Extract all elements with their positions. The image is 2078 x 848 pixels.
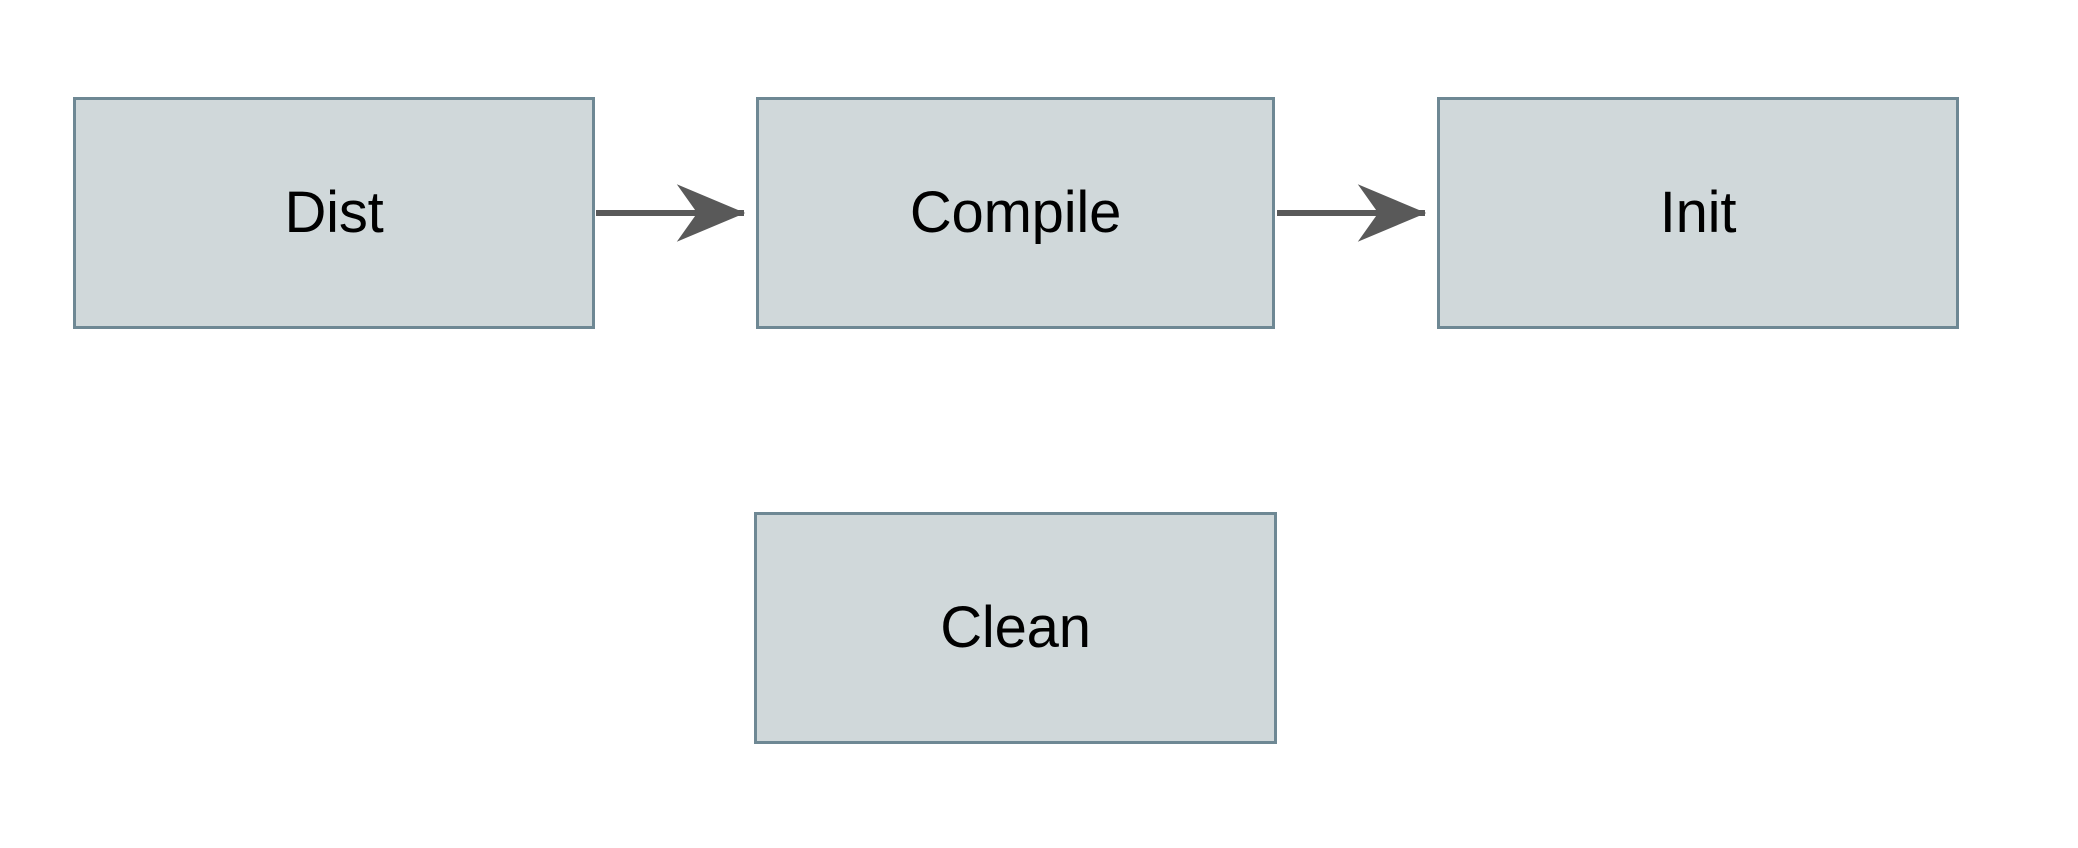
node-compile-label: Compile [909,180,1122,245]
node-dist[interactable]: Dist [73,97,595,329]
node-clean[interactable]: Clean [754,512,1277,744]
node-init[interactable]: Init [1437,97,1959,329]
node-compile[interactable]: Compile [756,97,1275,329]
node-init-label: Init [1659,180,1737,245]
node-clean-label: Clean [940,595,1091,660]
node-dist-label: Dist [284,180,384,245]
